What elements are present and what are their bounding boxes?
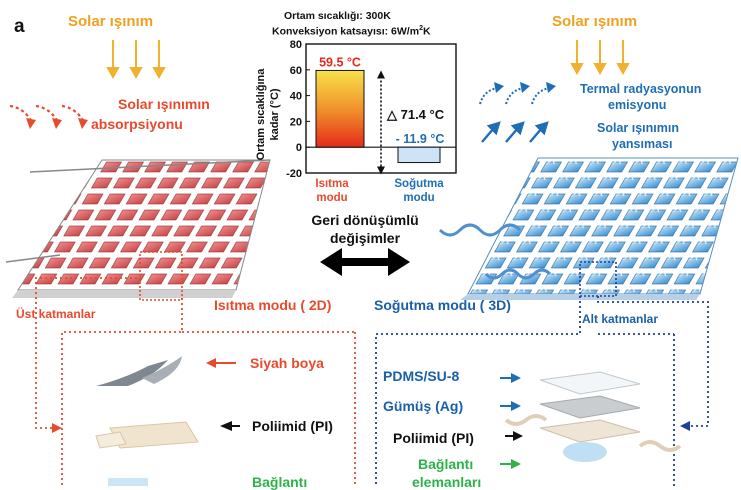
cooling-bar: [397, 146, 441, 164]
reversible-double-arrow: [320, 248, 410, 276]
layer-label-polyimide-left: Poliimid (PI): [252, 418, 333, 434]
cooling-value-label: - 11.9 °C: [396, 132, 445, 146]
delta-arrow-down: [377, 166, 385, 175]
convection-prefix: Konveksiyon katsayısı: 6W/m: [272, 25, 420, 38]
y-axis-label-line1: Ortam sıcaklığına: [255, 68, 267, 161]
panel-label: a: [14, 16, 25, 37]
left-solar-title: Solar ışınım: [68, 13, 154, 30]
polyimide-layer-left: [95, 421, 199, 449]
convection-sup: 2: [419, 25, 423, 32]
layer-label-polyimide-right: Poliimid (PI): [393, 430, 474, 446]
polyimide-layer-right: [504, 414, 682, 452]
layer-pointer-arrows: [206, 358, 523, 469]
reversible-label-line2: değişimler: [329, 230, 401, 246]
layer-label-silver: Gümüş (Ag): [383, 398, 464, 414]
category-label-line2: modu: [403, 192, 434, 204]
heating-mode-label: Isıtma modu ( 2D): [214, 297, 332, 313]
y-tick-label: -20: [286, 168, 302, 180]
y-tick-label: 20: [290, 116, 302, 128]
layer-label-black-paint: Siyah boya: [250, 355, 324, 371]
delta-arrow-up: [377, 70, 385, 79]
delta-label: △ 71.4 °C: [386, 107, 445, 122]
reflection-label-line2: yansıması: [612, 137, 673, 151]
absorption-label-line2: absorpsiyonu: [91, 116, 183, 132]
connection-layer-right: [563, 442, 607, 462]
layer-label-pdms: PDMS/SU-8: [383, 368, 460, 384]
thermal-label-line1: Termal radyasyonun: [580, 82, 702, 96]
thermal-emission-arrows: [479, 82, 556, 105]
right-solar-arrows: [570, 40, 630, 76]
pdms-layer: [539, 371, 641, 395]
bottom-layers-label: Alt katmanlar: [582, 312, 659, 326]
heating-layers-connector: [35, 277, 356, 486]
y-tick-label: 40: [290, 91, 302, 103]
layer-label-connection-right: Bağlantı: [418, 456, 474, 472]
category-label-line1: Isıtma: [315, 178, 349, 190]
y-axis-label-line2: kadar (°C): [269, 88, 281, 140]
left-absorption-arrows: [9, 104, 88, 129]
heating-device-illustration: [5, 159, 271, 301]
thermal-label-line2: emisyonu: [608, 98, 667, 112]
layer-label-connection-right-2: elemanları: [412, 474, 482, 490]
layer-label-connection-left: Bağlantı: [252, 474, 308, 490]
ambient-temp-label: Ortam sıcaklığı: 300K: [284, 10, 391, 22]
category-label-line2: modu: [316, 192, 347, 204]
y-tick-label: 60: [290, 65, 302, 77]
right-solar-title: Solar ışınım: [552, 13, 638, 30]
y-tick-label: 80: [290, 39, 302, 51]
black-paint-layer: [96, 356, 182, 386]
reversible-label-line1: Geri dönüşümlü: [311, 212, 419, 228]
cooling-mode-label: Soğutma modu ( 3D): [374, 297, 511, 313]
heating-value-label: 59.5 °C: [319, 55, 361, 69]
left-solar-arrows: [106, 40, 166, 80]
top-layers-label: Üst katmanlar: [16, 307, 96, 321]
convection-label: Konveksiyon katsayısı: 6W/m2K: [272, 25, 431, 38]
y-tick-label: 0: [296, 142, 302, 154]
heating-bar: [315, 69, 365, 148]
category-label-line1: Soğutma: [394, 178, 444, 190]
reflection-label-line1: Solar ışınımın: [597, 121, 679, 135]
convection-suffix: K: [422, 25, 431, 38]
silver-layer: [539, 395, 641, 419]
absorption-label-line1: Solar ışınımın: [118, 96, 210, 112]
cooling-layers-connector: [375, 296, 709, 486]
connection-layer-left: [108, 478, 148, 486]
reflection-arrows: [481, 121, 549, 143]
